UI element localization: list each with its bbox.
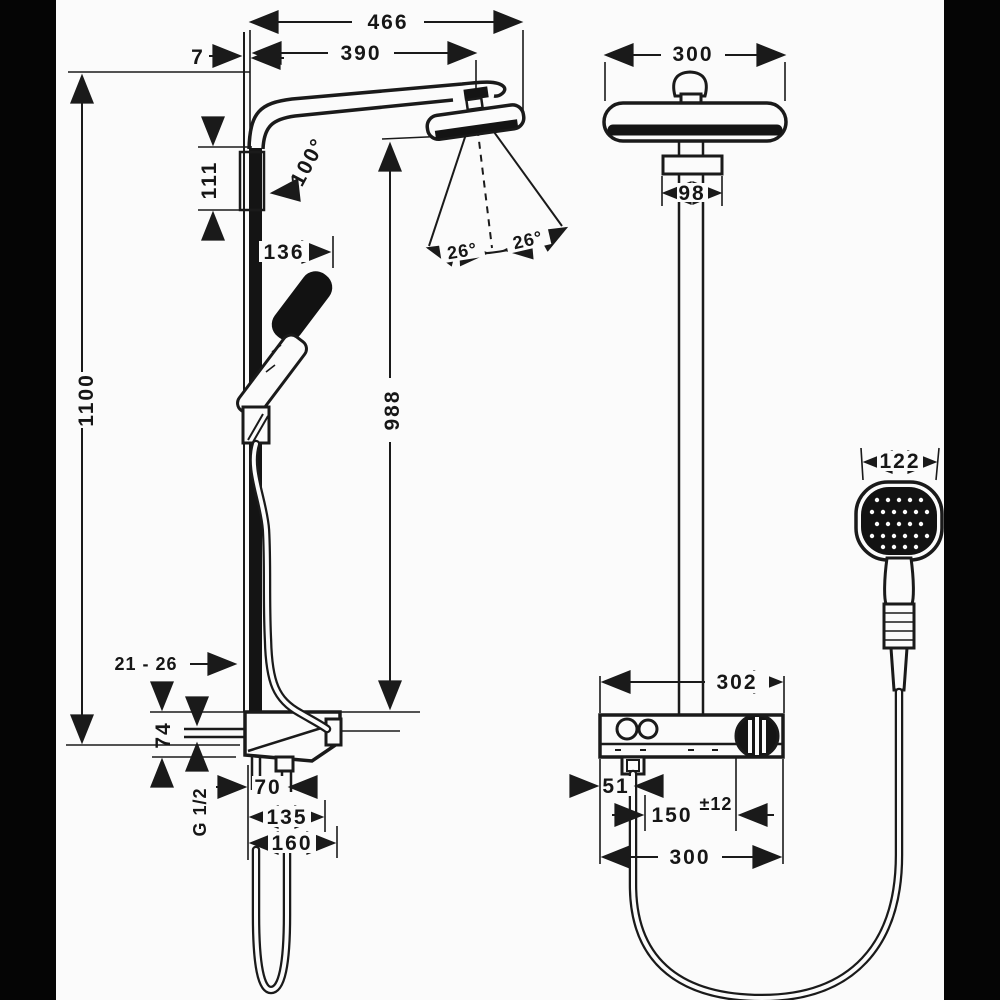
valve-button [637, 718, 659, 740]
valve-button [615, 717, 639, 741]
dim-160-label: 160 [271, 832, 312, 855]
dim-390-label: 390 [340, 42, 381, 65]
hand-shower-face [861, 487, 937, 555]
left-black-bar [0, 0, 56, 1000]
hose-connector [882, 602, 916, 650]
shower-top-nut [672, 70, 708, 98]
dim-1100-label: 1100 [75, 373, 98, 427]
hand-shower-hose-side [249, 439, 332, 734]
side-view-dimensions [66, 10, 524, 746]
side-view-hose [249, 439, 332, 995]
dim-300-top-label: 300 [672, 43, 713, 66]
wall-bracket [238, 150, 266, 212]
pipe-bracket [661, 154, 724, 176]
dim-74-label: 74 [152, 721, 175, 748]
dim-21-26-label: 21 - 26 [114, 654, 177, 674]
hand-shower-handle-front [883, 556, 915, 606]
hand-shower-side [236, 271, 333, 445]
hand-shower-front [854, 480, 944, 692]
front-view-hose [628, 687, 904, 1000]
dimension-labels: 466 390 7 1100 111 100° 136 988 26° 26° … [75, 10, 923, 869]
dim-100deg-label: 100° [286, 134, 330, 190]
shower-arm [247, 80, 507, 150]
front-view-hardware [598, 70, 944, 776]
dim-136-label: 136 [263, 241, 304, 264]
dim-70-label: 70 [254, 776, 281, 799]
dim-466-label: 466 [367, 11, 408, 34]
dim-135-label: 135 [266, 806, 307, 829]
spray-angle-left-label: 26° [446, 239, 479, 263]
dim-300-bottom-label: 300 [669, 846, 710, 869]
dim-122-label: 122 [879, 450, 920, 473]
valve-front [598, 713, 785, 776]
dim-150-label: 150 [651, 804, 692, 827]
overhead-shower-side [425, 103, 526, 142]
spray-angle-right-label: 26° [511, 227, 545, 253]
dim-111-label: 111 [198, 161, 221, 200]
thread-g12-label: G 1/2 [190, 787, 210, 836]
dim-150-tolerance-label: ±12 [700, 794, 733, 814]
dim-98-label: 98 [678, 182, 705, 205]
side-view-hardware [184, 32, 526, 792]
dim-302-label: 302 [716, 671, 757, 694]
dim-51-label: 51 [602, 775, 629, 798]
hand-shower-head-side [271, 271, 333, 341]
dim-988-label: 988 [381, 389, 404, 430]
overhead-shower-front [602, 70, 788, 143]
dim-7-label: 7 [191, 46, 205, 69]
right-black-bar [944, 0, 1000, 1000]
